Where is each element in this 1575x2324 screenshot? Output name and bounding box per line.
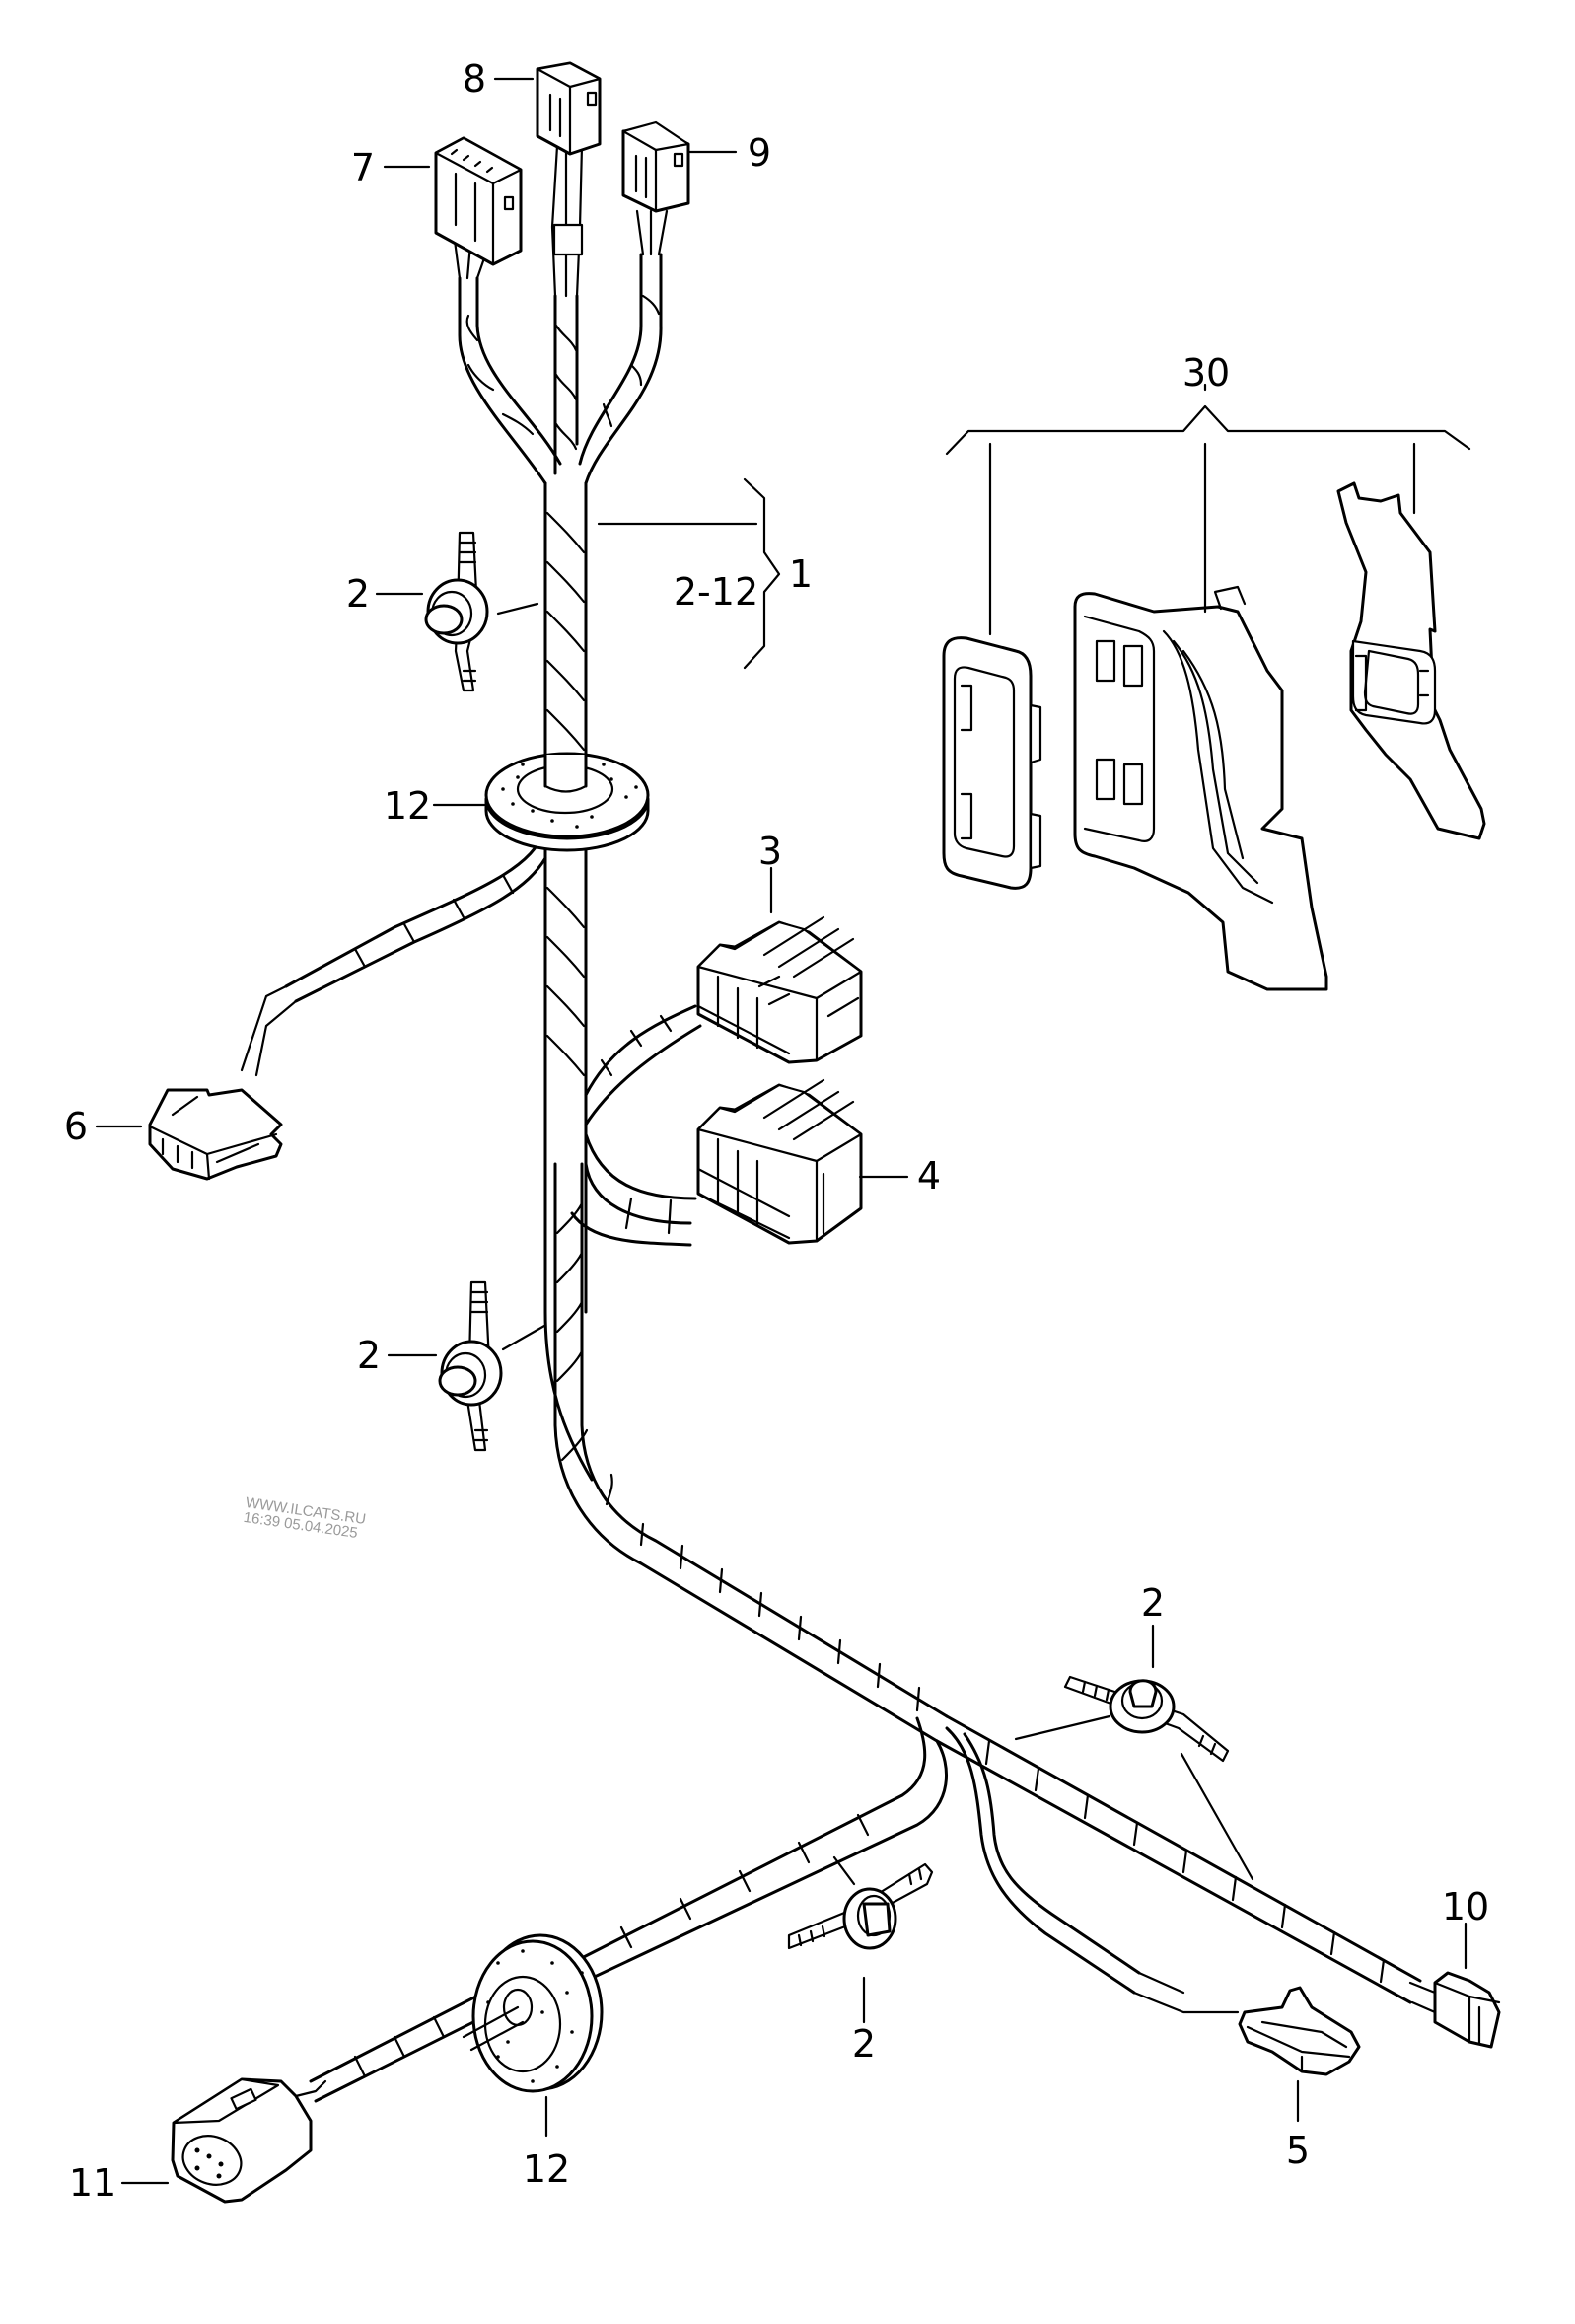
callout-30: 30 <box>1181 351 1231 395</box>
callout-3: 3 <box>757 830 783 873</box>
connector-7 <box>434 136 523 266</box>
connector-5 <box>1238 1986 1361 2123</box>
callout-2-right: 2 <box>1140 1581 1166 1625</box>
callout-6: 6 <box>63 1105 89 1148</box>
callout-2-12-range: 2-12 <box>673 570 759 614</box>
clip-2-lower <box>787 1855 934 1950</box>
callout-8: 8 <box>462 57 487 101</box>
callout-7: 7 <box>350 146 376 189</box>
connector-11 <box>171 2077 327 2204</box>
callout-12-lower: 12 <box>522 2147 571 2191</box>
callout-2-lower: 2 <box>851 2022 877 2066</box>
connector-3 <box>696 915 863 1064</box>
part-30-cover <box>1336 481 1486 840</box>
part-30-boot <box>1073 585 1328 991</box>
callout-11: 11 <box>68 2161 117 2205</box>
clip-2-right <box>1014 1675 1254 1881</box>
callout-10: 10 <box>1441 1885 1490 1928</box>
callout-2-middle: 2 <box>356 1334 382 1377</box>
callout-4: 4 <box>916 1154 942 1198</box>
grommet-12-upper <box>484 752 650 852</box>
callout-12-upper: 12 <box>383 784 432 828</box>
connector-8 <box>536 61 602 156</box>
harness-tape-marks <box>353 294 1386 2078</box>
clip-2-middle <box>438 1280 546 1452</box>
main-harness <box>240 144 1422 2103</box>
connector-6 <box>148 1088 283 1181</box>
connector-9 <box>621 120 690 213</box>
callout-5: 5 <box>1285 2129 1311 2172</box>
item-1-brace <box>597 477 781 670</box>
clip-2-upper <box>424 531 539 692</box>
callout-9: 9 <box>747 131 772 175</box>
callout-2-upper: 2 <box>345 572 371 616</box>
grommet-12-lower <box>462 1933 604 2138</box>
callout-leaders <box>95 77 1468 2185</box>
callout-1: 1 <box>788 552 814 596</box>
part-30-seal-frame <box>942 636 1042 890</box>
part-30-bracket <box>945 404 1471 636</box>
connector-4 <box>696 1078 909 1245</box>
connector-10 <box>1408 1971 1501 2049</box>
